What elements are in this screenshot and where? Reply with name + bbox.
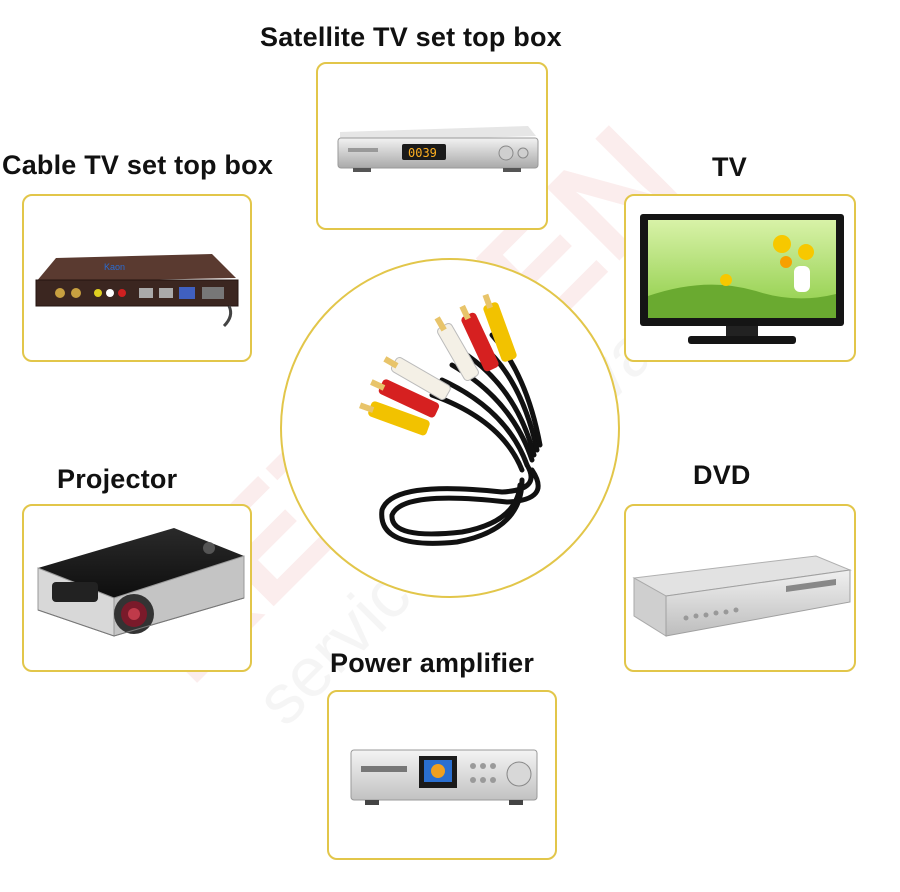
satellite-label: Satellite TV set top box <box>260 22 562 52</box>
amplifier-icon <box>350 749 538 805</box>
satellite-box-card: 0039 <box>316 62 548 230</box>
projector-card <box>22 504 252 672</box>
amplifier-card <box>327 690 557 860</box>
tv-card <box>624 194 856 362</box>
amplifier-label: Power amplifier <box>330 648 535 678</box>
tv-icon <box>640 214 844 344</box>
dvd-player-icon <box>632 555 852 637</box>
dvd-card <box>624 504 856 672</box>
projector-icon <box>37 528 245 637</box>
tv-label: TV <box>712 152 747 182</box>
rca-cable-icon <box>359 293 543 546</box>
cable-box-icon: Kaon <box>35 254 239 328</box>
satellite-display: 0039 <box>408 146 437 160</box>
cable-box-card: Kaon <box>22 194 252 362</box>
rca-cable-card <box>280 258 620 598</box>
dvd-label: DVD <box>693 460 751 490</box>
projector-label: Projector <box>57 464 178 494</box>
svg-text:Kaon: Kaon <box>104 262 125 272</box>
cable-label: Cable TV set top box <box>2 150 274 180</box>
satellite-box-icon: 0039 <box>337 126 539 172</box>
